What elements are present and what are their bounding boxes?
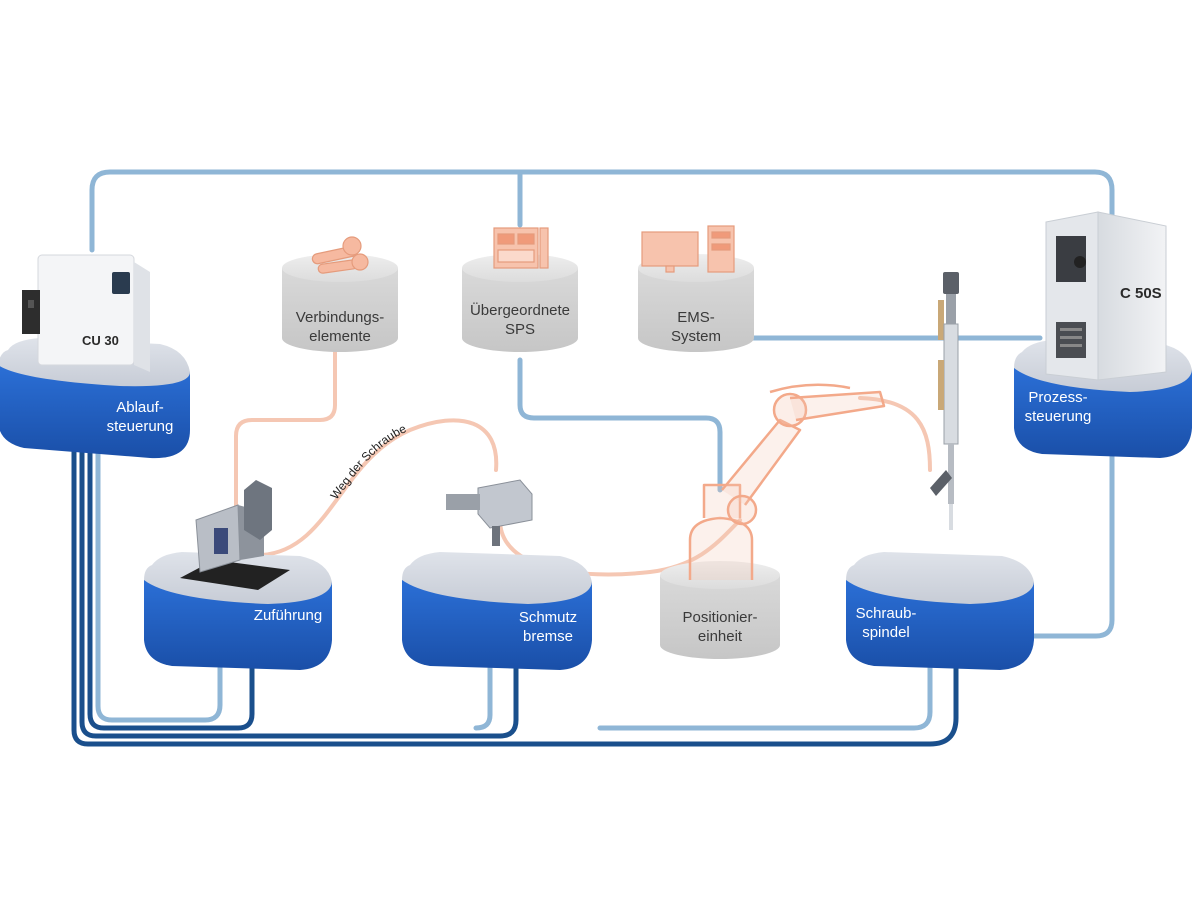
cylinder-side (282, 268, 398, 352)
node-label-line2: spindel (862, 624, 910, 641)
dirt-brake-device (446, 479, 533, 546)
screw-path-to-spindle (858, 396, 932, 472)
c50s-label: C 50S (1120, 285, 1162, 302)
node-label-line1: Prozess- (1028, 389, 1087, 406)
feeder-device (180, 480, 290, 590)
screws-icon (311, 236, 369, 274)
cable-bundle-3 (87, 442, 255, 731)
cable-prozess-spindel (1027, 452, 1115, 639)
platform-top (402, 552, 592, 604)
node-label-line1: Schmutz (519, 609, 577, 626)
screw-path-label: Weg der Schraube (328, 421, 409, 502)
platform-ems[interactable]: EMS- System (638, 225, 754, 352)
platform-schraubspindel[interactable]: Schraub- spindel (846, 552, 1034, 670)
ems-workstation-icon (641, 225, 735, 273)
node-label-line2: einheit (698, 628, 743, 645)
node-label-line2: elemente (309, 328, 371, 345)
node-label-line1: Übergeordnete (470, 301, 570, 319)
cu30-label: CU 30 (82, 333, 119, 348)
cable-bundle-5 (473, 665, 493, 731)
cylinder-side (660, 575, 780, 659)
screw-path-tube (260, 418, 499, 557)
cu30-controller: CU 30 (22, 254, 150, 372)
node-label-line2: steuerung (107, 418, 174, 435)
screw-path-to-robot (498, 518, 742, 577)
node-label-line1: EMS- (677, 309, 715, 326)
screw-path-feed (234, 346, 337, 522)
plc-cabinet-icon (493, 227, 549, 269)
node-label-line1: Verbindungs- (296, 309, 384, 326)
node-label-line2: System (671, 328, 721, 345)
cylinder-side (638, 268, 754, 352)
cable-bundle-2 (79, 442, 519, 739)
cable-bundle-4 (95, 442, 223, 723)
screw-spindle (930, 272, 959, 530)
cylinder-side (462, 268, 578, 352)
platform-top (846, 552, 1034, 604)
node-label-line2: SPS (505, 321, 535, 338)
node-label-line1: Schraub- (856, 605, 917, 622)
robot-arm (688, 383, 886, 580)
node-label-line1: Zuführung (254, 607, 322, 624)
cable-bundle-1 (71, 442, 959, 747)
screw-path (234, 346, 932, 577)
node-label-line2: steuerung (1025, 408, 1092, 425)
platform-positioniereinheit[interactable]: Positionier- einheit (660, 561, 780, 659)
platform-sps[interactable]: Übergeordnete SPS (462, 227, 578, 352)
cable-sps-positionier (517, 357, 723, 493)
platform-schmutzbremse[interactable]: Schmutz bremse (402, 552, 592, 670)
cable-top-bus (89, 169, 1115, 253)
c50s-cabinet: C 50S (1045, 211, 1167, 381)
cable-bundle-6 (597, 665, 933, 731)
platform-side (0, 365, 190, 459)
node-label-line1: Positionier- (682, 609, 757, 626)
node-label-line2: bremse (523, 628, 573, 645)
node-label-line1: Ablauf- (116, 399, 164, 416)
cable-network (71, 169, 1115, 747)
platform-verbindungselemente[interactable]: Verbindungs- elemente (282, 236, 398, 352)
